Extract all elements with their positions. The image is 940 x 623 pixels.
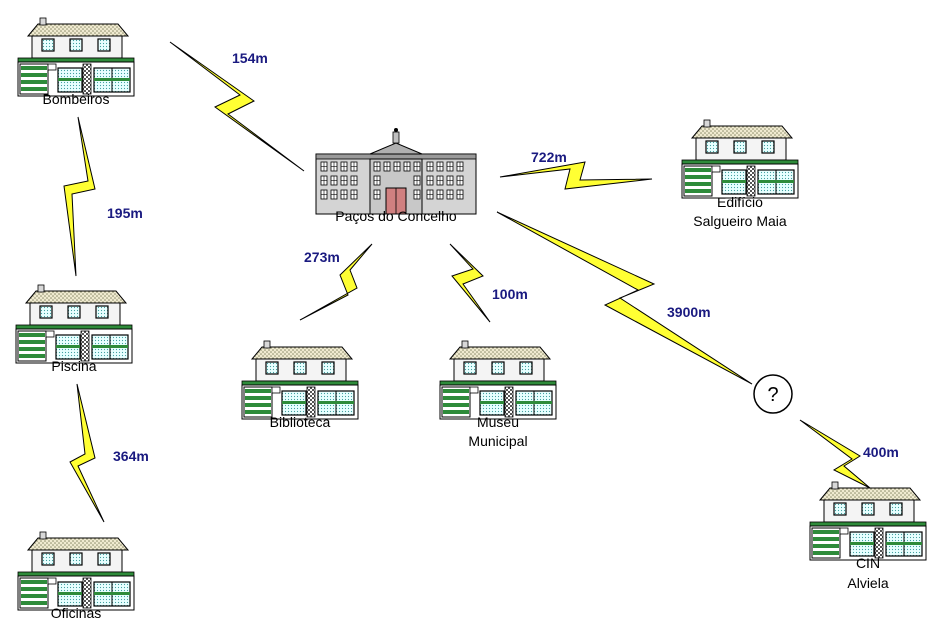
bolt-unknown-cin [799, 419, 871, 489]
building-cin-alviela: CIN Alviela [809, 481, 927, 591]
distance-bombeiros-pacos: 154m [232, 50, 268, 66]
building-label: Paços do Concelho [335, 208, 457, 224]
distance-unknown-cin: 400m [863, 444, 899, 460]
distance-bombeiros-piscina: 195m [107, 205, 143, 221]
building-pacos-do-concelho: Paços do Concelho [315, 127, 477, 224]
building-label-line2: Salgueiro Maia [693, 213, 787, 229]
building-edificio-salgueiro-maia: Edifício Salgueiro Maia [681, 119, 799, 229]
bolt-piscina-oficinas [69, 383, 105, 523]
building-label-line2: Municipal [468, 433, 527, 449]
building-label-line2: Alviela [847, 575, 888, 591]
unknown-node-label: ? [767, 384, 778, 406]
distance-pacos-unknown: 3900m [667, 304, 711, 320]
building-museu-municipal: Museu Municipal [439, 340, 557, 449]
link-bolts [63, 41, 871, 523]
bolt-pacos-biblioteca [299, 243, 373, 321]
bolt-pacos-unknown [496, 211, 753, 385]
bolt-pacos-museu [449, 243, 491, 323]
distance-pacos-museu: 100m [492, 286, 528, 302]
building-label: Biblioteca [270, 414, 331, 430]
distance-piscina-oficinas: 364m [113, 448, 149, 464]
distance-pacos-salgueiro: 722m [531, 149, 567, 165]
building-label-line1: Museu [477, 414, 519, 430]
building-label: Piscina [51, 358, 96, 374]
building-bombeiros: Bombeiros [17, 17, 135, 107]
building-label-line1: CIN [856, 555, 880, 571]
building-piscina: Piscina [15, 284, 133, 374]
building-label: Oficinas [51, 605, 102, 621]
bolt-bombeiros-piscina [63, 116, 96, 277]
bolt-pacos-salgueiro [499, 161, 653, 190]
unknown-node: ? [753, 374, 793, 414]
building-biblioteca: Biblioteca [241, 340, 359, 430]
building-label: Bombeiros [43, 91, 110, 107]
distance-labels: 154m 722m 195m 273m 100m 3900m 364m 400m [107, 50, 899, 464]
building-label-line1: Edifício [717, 194, 763, 210]
bolt-bombeiros-pacos [169, 41, 305, 172]
distance-pacos-biblioteca: 273m [304, 249, 340, 265]
building-oficinas: Oficinas [17, 531, 135, 621]
